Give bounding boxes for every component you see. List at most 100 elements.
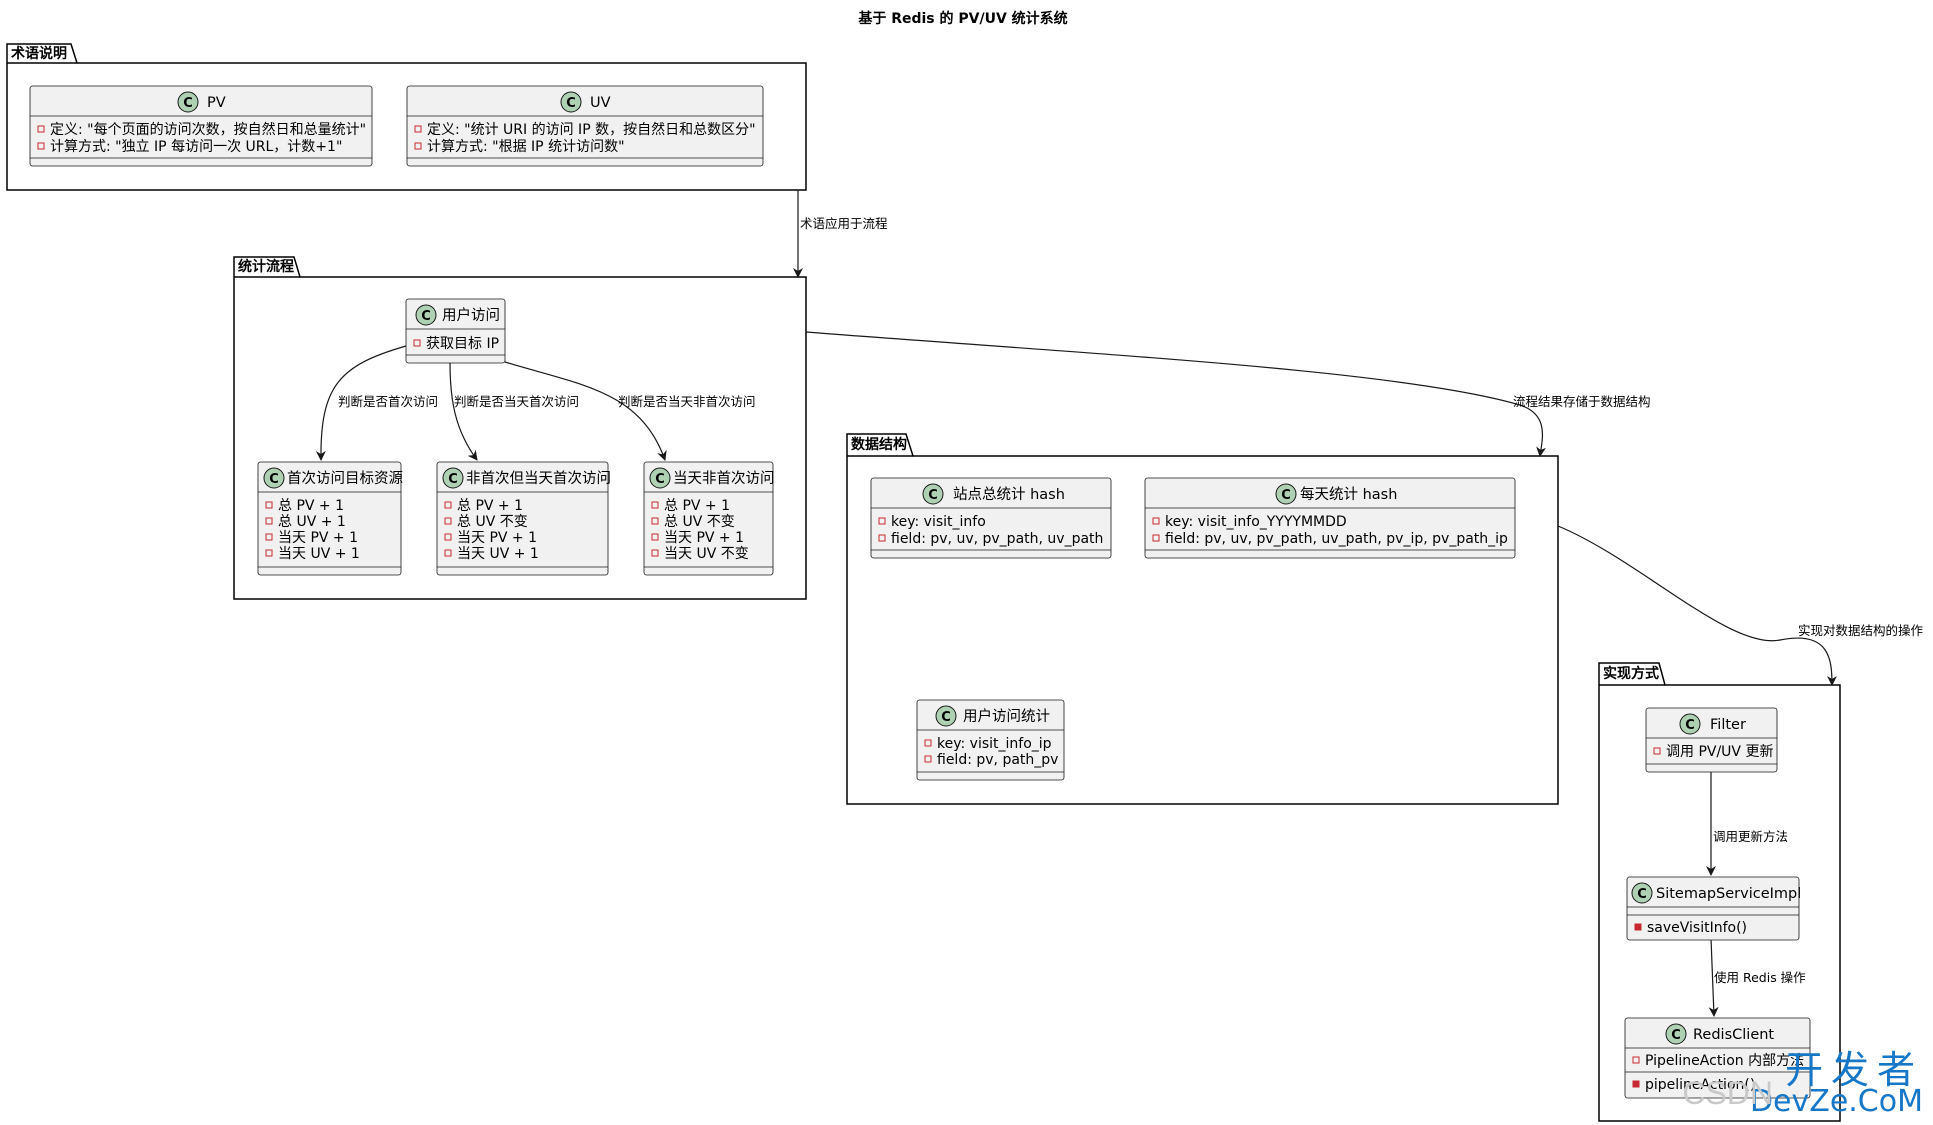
attr-row: 计算方式: "独立 IP 每访问一次 URL，计数+1" — [37, 139, 342, 155]
attr-text: 当天 UV 不变 — [664, 546, 749, 562]
attr-text: 当天 PV + 1 — [664, 530, 744, 546]
class-icon: C — [922, 483, 944, 505]
edge-label-data-to-impl: 实现对数据结构的操作 — [1798, 623, 1924, 638]
class-icon: C — [1665, 1023, 1687, 1045]
attr-row: 当天 PV + 1 — [444, 530, 537, 546]
class-icon: C — [1275, 483, 1297, 505]
edge-label-judge-first-today: 判断是否当天首次访问 — [454, 394, 579, 409]
attr-row: key: visit_info_YYYYMMDD — [1152, 514, 1347, 530]
class-filter: C Filter 调用 PV/UV 更新 — [1645, 707, 1778, 773]
attr-text: 定义: "统计 URI 的访问 IP 数，按自然日和总数区分" — [427, 121, 756, 138]
diagram-title: 基于 Redis 的 PV/UV 统计系统 — [858, 10, 1067, 27]
class-name: Filter — [1710, 717, 1746, 733]
attr-row: 当天 UV 不变 — [651, 546, 749, 562]
attr-text: 获取目标 IP — [426, 336, 499, 352]
attr-text: 总 UV 不变 — [457, 514, 528, 530]
class-redis-client: C RedisClient PipelineAction 内部方法 pipeli… — [1624, 1017, 1811, 1099]
edge-data-to-impl — [1557, 525, 1837, 686]
method-text: saveVisitInfo() — [1647, 920, 1747, 936]
class-icon: C — [935, 705, 957, 727]
attr-row: 总 PV + 1 — [651, 498, 730, 514]
attr-row: 调用 PV/UV 更新 — [1653, 744, 1773, 760]
attr-row: field: pv, uv, pv_path, uv_path, pv_ip, … — [1152, 531, 1508, 547]
attr-text: 总 UV 不变 — [664, 514, 735, 530]
attr-row: 当天 PV + 1 — [651, 530, 744, 546]
watermark-cn: 开发者 — [1784, 1048, 1923, 1092]
class-name: 每天统计 hash — [1300, 486, 1397, 503]
class-icon: C — [177, 91, 199, 113]
attr-text: 总 PV + 1 — [664, 498, 730, 514]
class-name: 用户访问 — [442, 307, 500, 324]
attr-text: 当天 UV + 1 — [457, 546, 539, 562]
attr-text: 调用 PV/UV 更新 — [1666, 744, 1773, 760]
attr-row: field: pv, path_pv — [924, 752, 1058, 768]
attr-row: 计算方式: "根据 IP 统计访问数" — [414, 139, 625, 155]
attr-row: 当天 UV + 1 — [265, 546, 360, 562]
attr-text: key: visit_info_ip — [937, 736, 1052, 752]
attr-text: field: pv, uv, pv_path, uv_path, pv_ip, … — [1165, 531, 1508, 547]
attr-row: 总 PV + 1 — [265, 498, 344, 514]
class-icon: C — [415, 304, 437, 326]
class-name: RedisClient — [1693, 1027, 1774, 1043]
attr-text: field: pv, uv, pv_path, uv_path — [891, 531, 1103, 547]
attr-text: field: pv, path_pv — [937, 752, 1058, 768]
svg-text:C: C — [655, 472, 665, 487]
class-icon: C — [263, 467, 285, 489]
watermark: CSDN 开发者 DevZe.CoM — [1682, 1048, 1923, 1117]
edge-label-terms-to-flow: 术语应用于流程 — [800, 216, 888, 231]
attr-text: 当天 PV + 1 — [457, 530, 537, 546]
class-name: 首次访问目标资源 — [287, 470, 403, 487]
svg-text:C: C — [1281, 488, 1291, 503]
attr-row: 当天 PV + 1 — [265, 530, 358, 546]
edge-label-judge-first: 判断是否首次访问 — [338, 394, 438, 409]
attr-row: 总 UV 不变 — [444, 514, 528, 530]
attr-row: 获取目标 IP — [413, 336, 499, 352]
edge-labels: 术语应用于流程 判断是否首次访问 判断是否当天首次访问 判断是否当天非首次访问 … — [338, 216, 1924, 985]
class-icon: C — [1679, 713, 1701, 735]
class-name: 用户访问统计 — [963, 708, 1050, 725]
svg-text:C: C — [1671, 1028, 1681, 1043]
edge-judge-first — [315, 345, 407, 461]
edge-flow-to-data — [805, 331, 1547, 457]
attr-text: 总 PV + 1 — [278, 498, 344, 514]
attr-row: key: visit_info — [878, 514, 986, 530]
svg-text:C: C — [183, 96, 193, 111]
class-first-visit: C 首次访问目标资源 总 PV + 1 总 UV + 1 当天 PV + 1 当… — [257, 461, 403, 576]
class-site-hash: C 站点总统计 hash key: visit_info field: pv, … — [870, 477, 1112, 559]
class-pv: C PV 定义: "每个页面的访问次数，按自然日和总量统计" 计算方式: "独立… — [29, 85, 373, 167]
class-first-today: C 非首次但当天首次访问 总 PV + 1 总 UV 不变 当天 PV + 1 … — [436, 461, 611, 576]
attr-row: 总 UV + 1 — [265, 514, 346, 530]
attr-text: 总 UV + 1 — [278, 514, 346, 530]
attr-text: 总 PV + 1 — [457, 498, 523, 514]
edge-sitemap-to-redis — [1708, 937, 1719, 1017]
method-row: pipelineAction() — [1632, 1077, 1755, 1093]
class-name: PV — [207, 95, 226, 111]
attr-row: field: pv, uv, pv_path, uv_path — [878, 531, 1103, 547]
svg-text:C: C — [421, 309, 431, 324]
edge-label-flow-to-data: 流程结果存储于数据结构 — [1513, 394, 1651, 409]
svg-text:C: C — [928, 488, 938, 503]
class-daily-hash: C 每天统计 hash key: visit_info_YYYYMMDD fie… — [1144, 477, 1516, 559]
package-title-impl: 实现方式 — [1603, 665, 1659, 682]
class-user-stats: C 用户访问统计 key: visit_info_ip field: pv, p… — [916, 699, 1065, 781]
package-title-flow: 统计流程 — [238, 258, 294, 275]
class-icon: C — [442, 467, 464, 489]
attr-text: 计算方式: "独立 IP 每访问一次 URL，计数+1" — [50, 139, 342, 155]
attr-text: 当天 PV + 1 — [278, 530, 358, 546]
attr-row: key: visit_info_ip — [924, 736, 1052, 752]
svg-text:C: C — [1685, 718, 1695, 733]
class-name: 非首次但当天首次访问 — [466, 470, 611, 487]
edge-label-filter-to-sitemap: 调用更新方法 — [1713, 829, 1788, 844]
attr-text: key: visit_info — [891, 514, 986, 530]
watermark-csdn: CSDN — [1682, 1075, 1773, 1111]
attr-row: 定义: "统计 URI 的访问 IP 数，按自然日和总数区分" — [414, 121, 756, 138]
package-title-data: 数据结构 — [851, 436, 907, 453]
class-icon: C — [1631, 882, 1653, 904]
class-name: SitemapServiceImpl — [1656, 886, 1801, 902]
attr-text: 定义: "每个页面的访问次数，按自然日和总量统计" — [50, 121, 366, 138]
attr-text: key: visit_info_YYYYMMDD — [1165, 514, 1347, 530]
attr-row: 定义: "每个页面的访问次数，按自然日和总量统计" — [37, 121, 366, 138]
edge-judge-repeat-today — [504, 361, 667, 461]
class-name: UV — [590, 95, 611, 111]
